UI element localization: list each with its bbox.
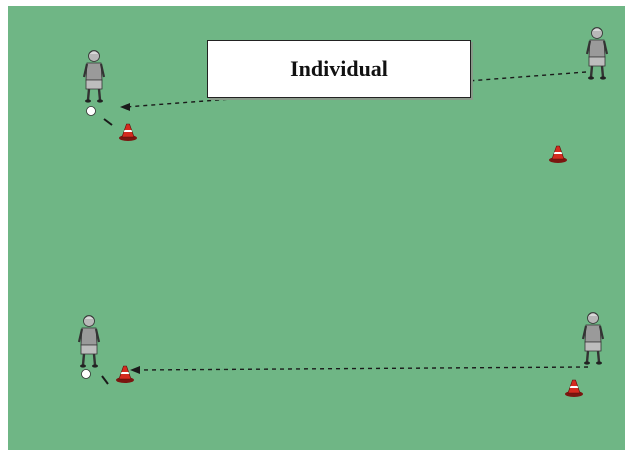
ball-bottom — [81, 369, 91, 379]
pass-line-bottom — [135, 366, 589, 371]
arrowhead-bottom-icon — [130, 366, 140, 374]
title-box: Individual — [207, 40, 471, 98]
kick-mark-top — [103, 118, 113, 126]
kick-mark-bottom — [101, 375, 109, 385]
pass-line-top — [125, 71, 587, 108]
ball-top — [86, 106, 96, 116]
diagram-title: Individual — [290, 56, 388, 81]
arrowhead-top-icon — [120, 103, 130, 111]
